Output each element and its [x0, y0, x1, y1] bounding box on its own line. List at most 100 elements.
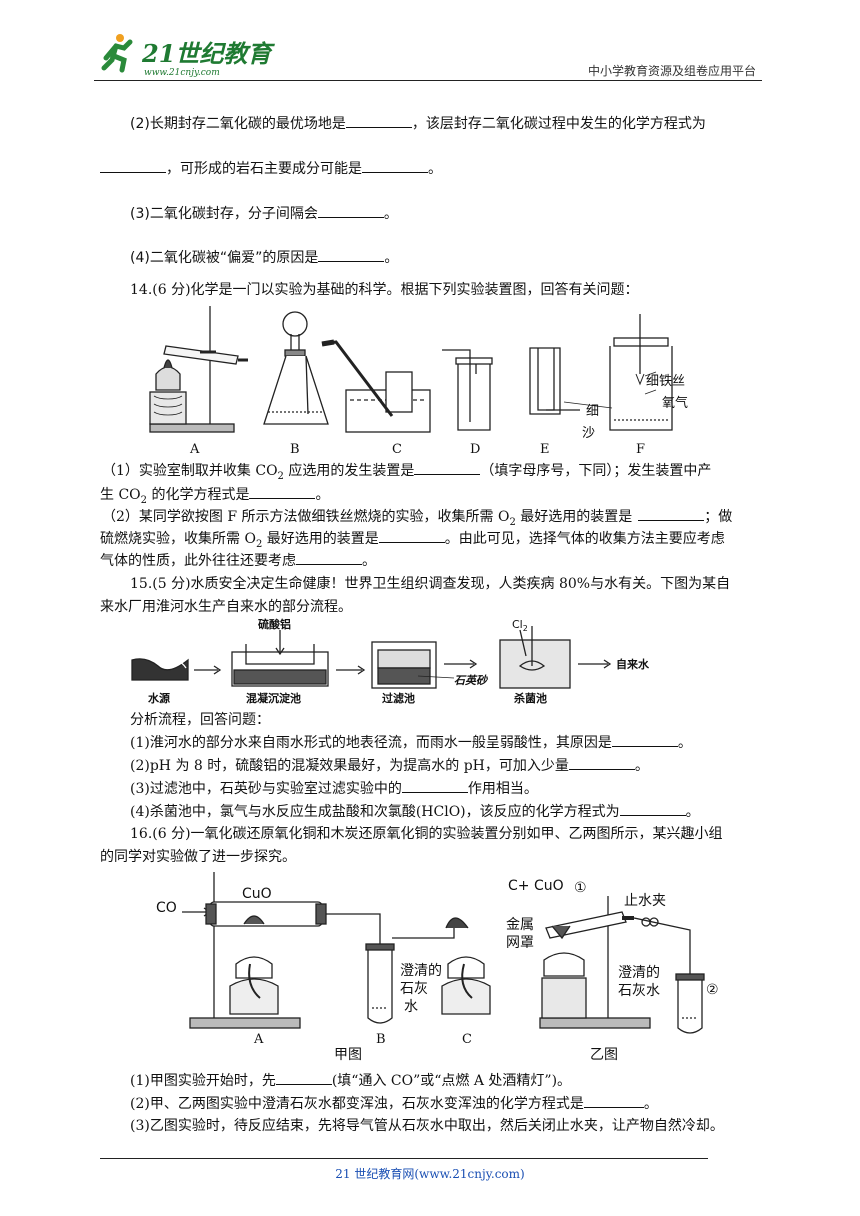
fig-label-e: E	[540, 442, 550, 457]
label-lime2-1: 澄清的	[618, 965, 660, 981]
answer-blank[interactable]	[249, 484, 316, 499]
label-c-cuo: C+ CuO	[508, 878, 564, 894]
runner-logo-icon	[101, 34, 133, 73]
text: 。	[428, 161, 442, 177]
footer-link[interactable]: 21 世纪教育网(www.21cnjy.com)	[335, 1167, 525, 1181]
fig-label-c: C	[392, 442, 402, 457]
q15-stem-1: 15.(5 分)水质安全决定生命健康！世界卫生组织调查发现，人类疾病 80%与水…	[130, 576, 731, 592]
fig16-label-c: C	[462, 1032, 472, 1047]
q14-part1-line2: 生 CO2 的化学方程式是。	[100, 484, 329, 511]
apparatus-a	[149, 306, 248, 433]
text: (填“通入 CO”或“点燃 A 处酒精灯”)。	[331, 1073, 572, 1089]
flow-filter: 过滤池	[382, 692, 415, 705]
text: 的化学方程式是	[147, 487, 250, 503]
q14-apparatus-figure: 细铁丝 氧气 细 沙 A B C D E F	[140, 304, 700, 462]
apparatus-c	[321, 339, 431, 433]
label-clamp: 止水夹	[624, 893, 666, 909]
subscript: 2	[509, 516, 516, 528]
settle-tank-icon	[231, 630, 329, 687]
flow-disinfect: 杀菌池	[514, 692, 547, 705]
answer-blank[interactable]	[611, 732, 678, 747]
text: (4)二氧化碳被“偏爱”的原因是	[130, 250, 319, 266]
q15-intro: 分析流程，回答问题：	[130, 712, 270, 728]
text: (3)过滤池中，石英砂与实验室过滤实验中的	[130, 781, 402, 797]
q15-part2: (2)pH 为 8 时，硫酸铝的混凝效果最好，为提高水的 pH，可加入少量。	[130, 755, 649, 776]
q15-part1: (1)淮河水的部分水来自雨水形式的地表径流，而雨水一般呈弱酸性，其原因是。	[130, 732, 692, 753]
text: （2）某同学欲按图 F 所示方法做细铁丝燃烧的实验，收集所需 O	[102, 509, 510, 525]
flow-cl2: Cl2	[512, 618, 528, 634]
text: （填字母序号，下同）；发生装置中产	[480, 463, 712, 479]
apparatus-d	[442, 349, 493, 431]
answer-blank[interactable]	[568, 755, 635, 770]
q16-part2: (2)甲、乙两图实验中澄清石灰水都变浑浊，石灰水变浑浊的化学方程式是。	[130, 1093, 658, 1114]
text: (3)二氧化碳封存，分子间隔会	[130, 206, 318, 222]
q13-part4: (4)二氧化碳被“偏爱”的原因是 。	[130, 247, 398, 268]
label-sand-1: 细	[586, 404, 600, 419]
text: 气体的性质，此外往往还要考虑	[100, 553, 296, 569]
text: 。	[677, 735, 692, 751]
answer-blank[interactable]	[401, 778, 468, 793]
fig-label-d: D	[470, 442, 481, 457]
header-divider	[94, 80, 762, 81]
text: 最好选用的装置是	[515, 509, 633, 525]
q14-part2-line2: 硫燃烧实验，收集所需 O2 最好选用的装置是。由此可见，选择气体的收集方法主要应…	[100, 528, 725, 555]
text: 生 CO	[100, 487, 141, 503]
apparatus-f	[563, 314, 673, 431]
answer-blank[interactable]	[378, 528, 445, 543]
text: 。	[362, 553, 376, 569]
figure-yi	[539, 896, 705, 1034]
label-lime2-2: 石灰水	[618, 983, 660, 999]
q16-part1: (1)甲图实验开始时，先 (填“通入 CO”或“点燃 A 处酒精灯”)。	[130, 1070, 571, 1091]
answer-blank[interactable]	[362, 158, 428, 173]
fig-label-b: B	[290, 442, 300, 457]
q13-part2-line1: (2)长期封存二氧化碳的最优场地是 ，该层封存二氧化碳过程中发生的化学方程式为	[130, 113, 706, 134]
answer-blank[interactable]	[583, 1093, 644, 1108]
filter-tank-icon	[371, 641, 455, 689]
answer-blank[interactable]	[100, 158, 166, 173]
label-cuo: CuO	[242, 886, 272, 902]
q15-part4: (4)杀菌池中，氯气与水反应生成盐酸和次氯酸(HClO)，该反应的化学方程式为。	[130, 801, 700, 822]
fig16-label-a: A	[254, 1032, 264, 1047]
label-circle-2: ②	[706, 982, 719, 998]
text: 应选用的发生装置是	[283, 463, 415, 479]
label-metal-1: 金属	[506, 917, 534, 933]
fig-label-f: F	[636, 442, 646, 457]
arrow-head	[213, 665, 222, 675]
answer-blank[interactable]	[345, 113, 412, 128]
flow-alum: 硫酸铝	[258, 618, 291, 631]
text: (1)甲图实验开始时，先	[130, 1073, 276, 1089]
label-circle-1: ①	[574, 880, 587, 896]
text: ，可形成的岩石主要成分可能是	[166, 161, 362, 177]
answer-blank[interactable]	[318, 247, 385, 262]
text: 。	[384, 250, 399, 266]
text: 。由此可见，选择气体的收集方法主要应考虑	[444, 531, 725, 547]
text: ；做	[704, 509, 733, 525]
text: (4)杀菌池中，氯气与水反应生成盐酸和次氯酸(HClO)，该反应的化学方程式为	[130, 804, 620, 820]
answer-blank[interactable]	[638, 506, 705, 521]
label-co: CO	[156, 900, 177, 916]
text: (2)长期封存二氧化碳的最优场地是	[130, 116, 346, 132]
q14-part2-line1: （2）某同学欲按图 F 所示方法做细铁丝燃烧的实验，收集所需 O2 最好选用的装…	[102, 506, 732, 533]
answer-blank[interactable]	[296, 550, 362, 565]
answer-blank[interactable]	[619, 801, 686, 816]
q15-part3: (3)过滤池中，石英砂与实验室过滤实验中的 作用相当。	[130, 778, 538, 799]
text: 最好选用的装置是	[262, 531, 379, 547]
answer-blank[interactable]	[414, 460, 481, 475]
text: 。	[383, 206, 398, 222]
subscript: 2	[277, 470, 284, 482]
text: 作用相当。	[467, 781, 538, 797]
logo-url: www.21cnjy.com	[144, 68, 220, 78]
q13-part2-line2: ，可形成的岩石主要成分可能是 。	[100, 158, 442, 179]
text: ，该层封存二氧化碳过程中发生的化学方程式为	[411, 116, 706, 132]
answer-blank[interactable]	[317, 203, 384, 218]
q14-stem: 14.(6 分)化学是一门以实验为基础的科学。根据下列实验装置图，回答有关问题：	[130, 282, 639, 298]
disinfect-tank-icon	[499, 626, 571, 689]
label-lime-1: 澄清的	[400, 963, 442, 979]
q16-apparatus-figure: CO CuO 澄清的 石灰 水 A B C 甲图 C+ CuO ① 止水夹 金属…	[150, 868, 730, 1068]
answer-blank[interactable]	[275, 1070, 332, 1085]
fig16-label-b: B	[376, 1032, 386, 1047]
text: 。	[634, 758, 649, 774]
flow-source: 水源	[148, 692, 170, 705]
flow-settle: 混凝沉淀池	[246, 692, 301, 705]
subscript: 2	[255, 538, 263, 550]
